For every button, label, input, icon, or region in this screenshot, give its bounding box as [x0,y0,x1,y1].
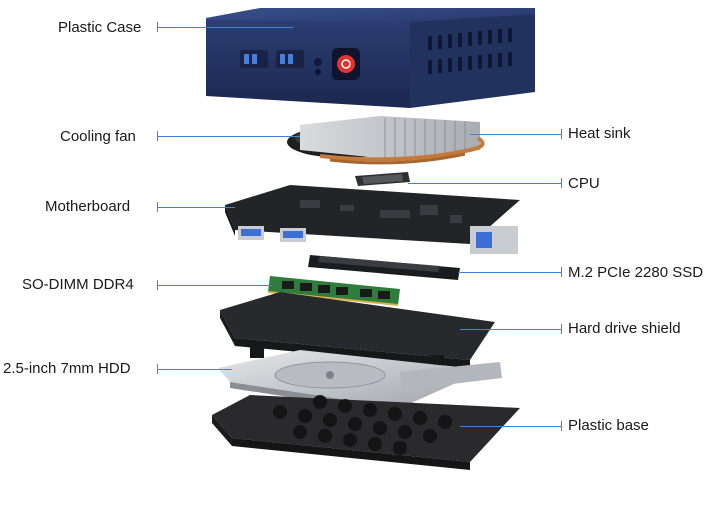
hdd-shield-illustration [220,292,495,371]
leader-so-dimm [157,285,272,286]
leader-heat-sink [470,134,562,135]
leader-hdd [157,369,232,370]
plastic-base-illustration [212,395,520,470]
leader-tick-hdd [157,364,158,374]
leader-cooling-fan [157,136,300,137]
leader-tick-m2-ssd [561,267,562,277]
cooling-assembly-illustration [287,116,485,165]
leader-tick-plastic-base [561,421,562,431]
label-plastic-base: Plastic base [568,417,649,434]
so-dimm-illustration [267,276,400,306]
label-so-dimm: SO-DIMM DDR4 [22,276,134,293]
leader-plastic-base [460,426,562,427]
label-hdd: 2.5-inch 7mm HDD [3,360,131,377]
label-cpu: CPU [568,175,600,192]
leader-tick-cooling-fan [157,131,158,141]
leader-tick-hdd-shield [561,324,562,334]
leader-tick-plastic-case [157,22,158,32]
leader-hdd-shield [460,329,562,330]
leader-tick-heat-sink [561,129,562,139]
label-motherboard: Motherboard [45,198,131,215]
leader-m2-ssd [458,272,562,273]
label-heat-sink: Heat sink [568,125,631,142]
plastic-case-illustration [206,8,535,108]
leader-cpu [408,183,562,184]
label-m2-ssd: M.2 PCIe 2280 SSD [568,264,704,281]
label-cooling-fan: Cooling fan [60,128,136,145]
m2-ssd-illustration [308,255,460,280]
cpu-illustration [355,172,410,186]
leader-tick-so-dimm [157,280,158,290]
label-hdd-shield: Hard drive shield [568,320,681,337]
motherboard-illustration [225,185,520,254]
leader-motherboard [157,207,235,208]
label-plastic-case: Plastic Case [58,19,142,36]
leader-tick-motherboard [157,202,158,212]
leader-plastic-case [157,27,293,28]
leader-tick-cpu [561,178,562,188]
